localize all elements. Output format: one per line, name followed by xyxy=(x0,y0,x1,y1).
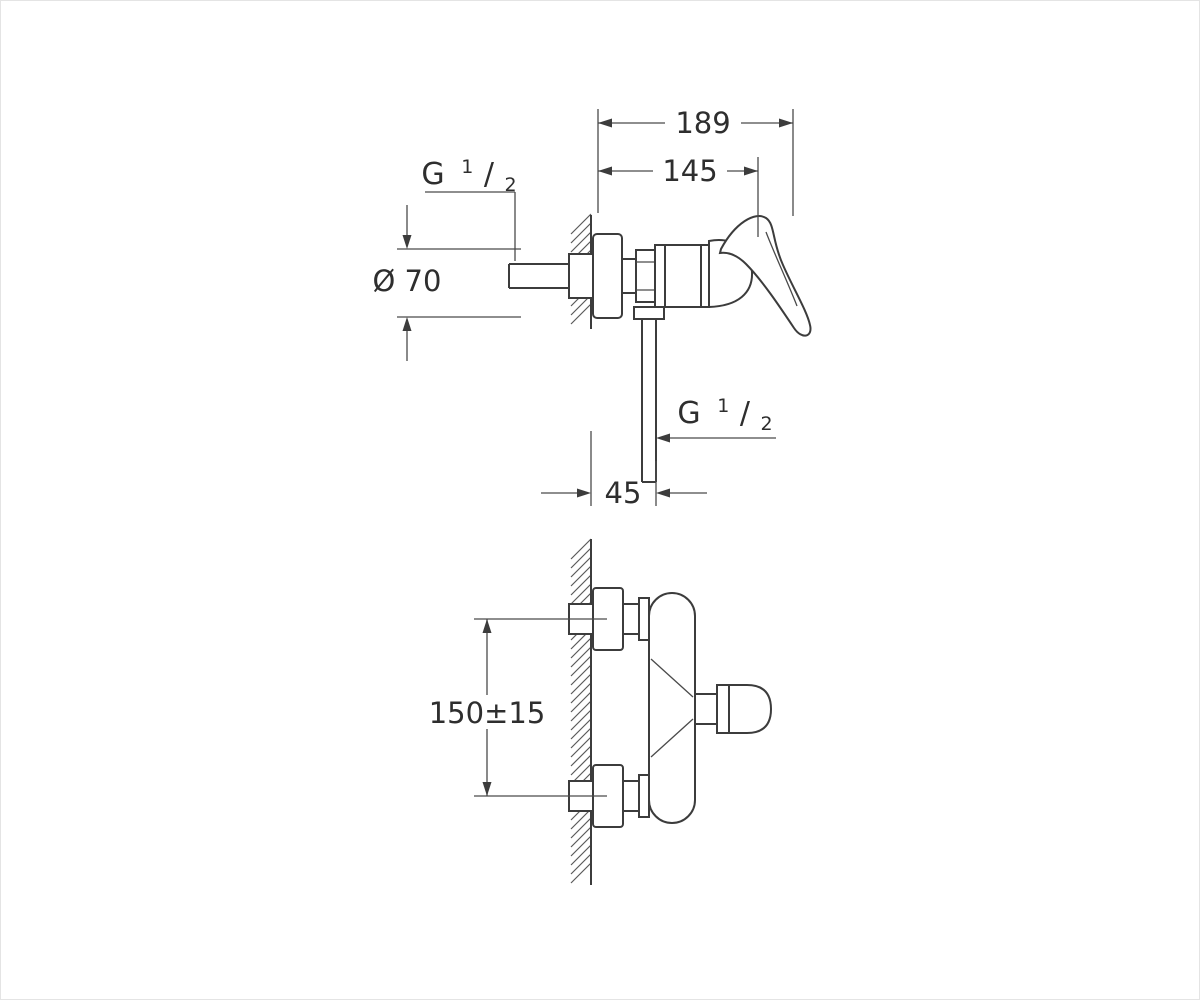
thread-outlet-label: G 1 / 2 xyxy=(677,385,772,435)
dim-total-depth: 189 xyxy=(597,106,794,216)
handle-neck-front xyxy=(694,693,718,725)
dim-inlet-spacing: 150±15 xyxy=(427,618,607,797)
thread-inlet-label: G 1 / 2 xyxy=(421,146,516,196)
wall-hatching xyxy=(570,538,592,884)
wall-section-front xyxy=(570,538,592,885)
union-nut-top xyxy=(638,597,650,641)
faucet-front xyxy=(568,587,773,828)
supply-pipe xyxy=(508,253,594,299)
side-view: 189 145 G 1 / 2 xyxy=(373,106,812,510)
mixer-body-front xyxy=(648,592,696,824)
union-step xyxy=(621,258,637,294)
dim-outlet-offset-label: 45 xyxy=(605,476,642,510)
rosette-side xyxy=(592,233,623,319)
union-nut-bottom xyxy=(638,774,650,818)
handle-head-front xyxy=(716,684,773,734)
thread-outlet-callout: G 1 / 2 xyxy=(656,385,776,443)
outlet-nut xyxy=(633,306,665,320)
wall-fitting xyxy=(568,253,594,299)
lever-accent-line xyxy=(765,231,798,307)
lever-handle-side xyxy=(718,215,812,337)
faucet-side xyxy=(592,215,812,483)
dim-outlet-offset: 45 xyxy=(541,431,707,510)
dim-inlet-spacing-label: 150±15 xyxy=(429,696,546,730)
thread-inlet-callout: G 1 / 2 xyxy=(421,146,517,261)
dim-total-depth-label: 189 xyxy=(675,106,730,140)
union-nut xyxy=(635,249,656,303)
front-view: 150±15 xyxy=(427,538,773,885)
union-step-bottom xyxy=(622,780,640,812)
dim-rosette-diameter-label: Ø 70 xyxy=(373,264,442,298)
dim-rosette-diameter: Ø 70 xyxy=(373,205,521,361)
dim-handle-depth: 145 xyxy=(598,154,759,237)
union-step-top xyxy=(622,603,640,635)
dim-handle-depth-label: 145 xyxy=(662,154,717,188)
